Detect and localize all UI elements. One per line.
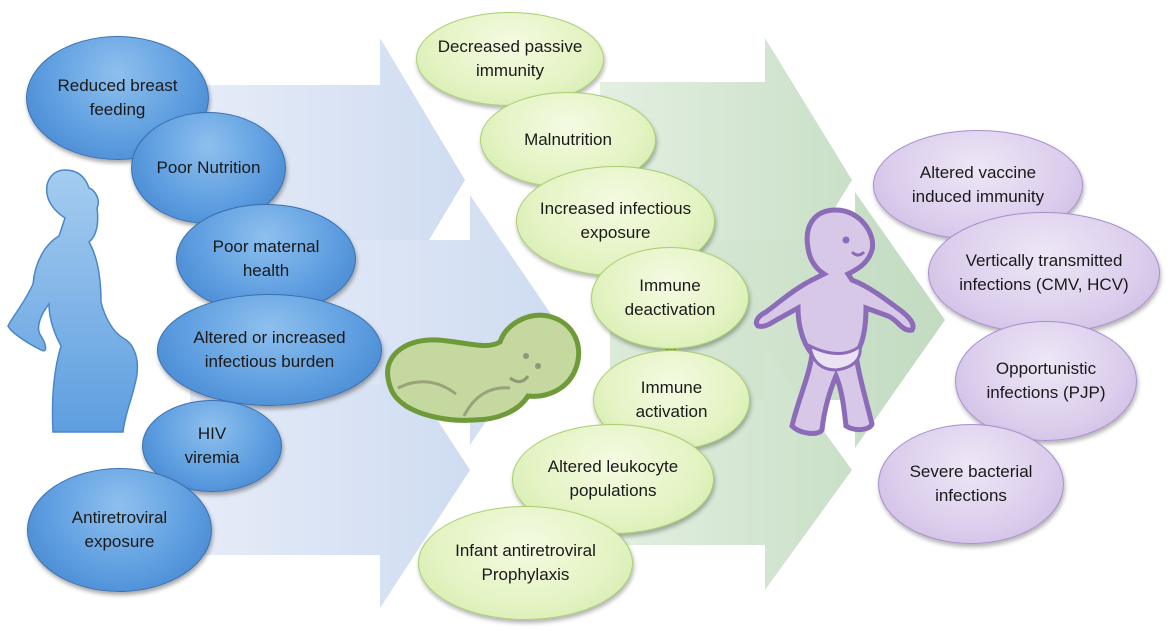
sleeping-newborn-icon — [385, 312, 582, 423]
infant-effect-label: Decreased passive immunity — [437, 37, 583, 80]
infant-effect-infant-antiretroviral-prophylaxis: Infant antiretroviral Prophylaxis — [418, 506, 633, 620]
infant-effect-label: Increased infectious exposure — [539, 199, 692, 242]
pregnant-woman-silhouette-icon — [7, 169, 139, 433]
infant-effect-label: Malnutrition — [524, 130, 612, 149]
outcome-opportunistic-infections: Opportunistic infections (PJP) — [955, 321, 1137, 441]
outcome-label: Opportunistic infections (PJP) — [986, 359, 1106, 402]
outcome-vertically-transmitted-infections: Vertically transmitted infections (CMV, … — [928, 212, 1160, 334]
infant-effect-immune-deactivation: Immune deactivation — [591, 247, 749, 349]
standing-infant-icon — [753, 207, 916, 436]
outcome-severe-bacterial-infections: Severe bacterial infections — [878, 424, 1064, 544]
outcome-label: Vertically transmitted infections (CMV, … — [959, 251, 1129, 294]
infant-effect-label: Immune deactivation — [624, 276, 716, 319]
outcome-label: Altered vaccine induced immunity — [911, 163, 1045, 206]
outcome-label: Severe bacterial infections — [909, 462, 1033, 505]
infant-effect-label: Infant antiretroviral Prophylaxis — [455, 541, 596, 584]
infant-effect-decreased-passive-immunity: Decreased passive immunity — [416, 12, 604, 106]
infant-effect-label: Altered leukocyte populations — [547, 457, 679, 500]
maternal-factor-label: HIV viremia — [184, 424, 240, 467]
maternal-factor-label: Altered or increased infectious burden — [193, 328, 346, 371]
maternal-factor-antiretroviral-exposure: Antiretroviral exposure — [27, 468, 212, 592]
maternal-factor-label: Poor Nutrition — [156, 158, 261, 177]
maternal-factor-label: Antiretroviral exposure — [71, 508, 168, 551]
infant-effect-label: Immune activation — [635, 378, 708, 421]
maternal-factor-label: Poor maternal health — [212, 237, 320, 280]
maternal-factor-label: Reduced breast feeding — [57, 76, 178, 119]
maternal-factor-infectious-burden: Altered or increased infectious burden — [157, 294, 382, 406]
